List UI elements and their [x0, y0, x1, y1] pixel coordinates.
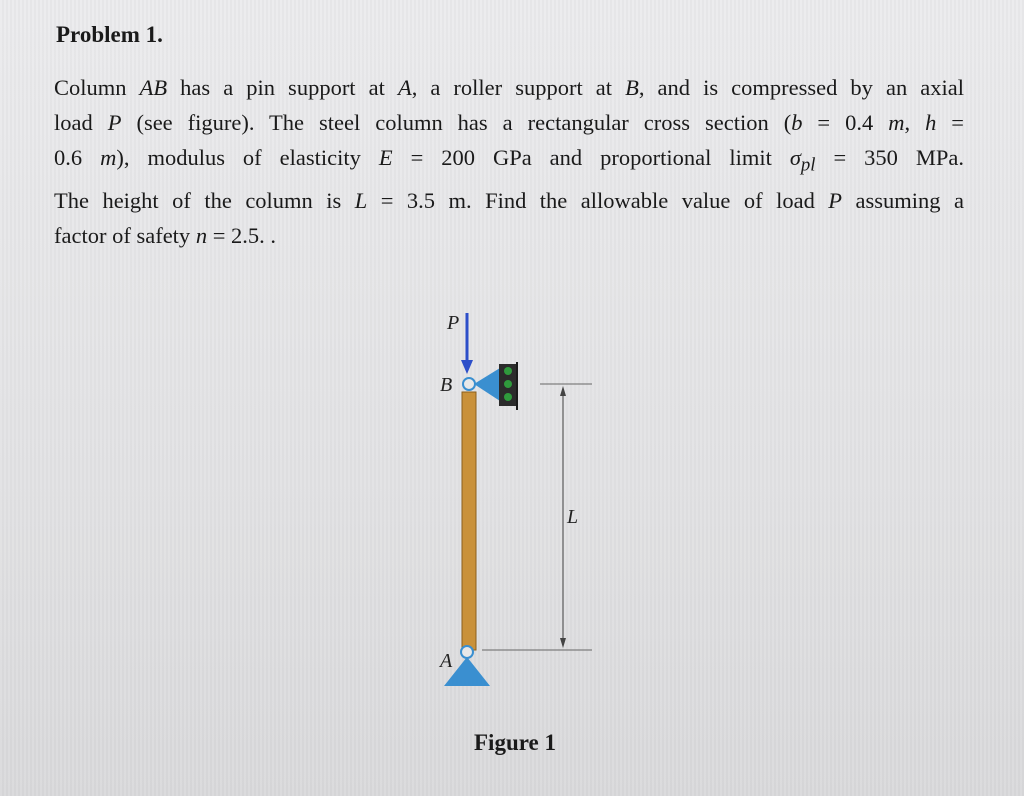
- label-b: B: [440, 374, 452, 396]
- problem-line-3: 0.6 m), modulus of elasticity E = 200 GP…: [54, 145, 965, 176]
- roller-3: [504, 393, 512, 401]
- label-l: L: [566, 506, 578, 528]
- dim-arrow-top: [560, 386, 566, 396]
- roller-2: [504, 380, 512, 388]
- problem-line-5: factor of safety n = 2.5. .: [54, 222, 277, 248]
- problem-line-1: Column AB has a pin support at A, a roll…: [54, 75, 965, 100]
- problem-heading: Problem 1.: [56, 22, 163, 47]
- figure-caption: Figure 1: [474, 730, 556, 755]
- column-ab: [461, 391, 477, 651]
- pin-support-a: [444, 657, 490, 686]
- roller-1: [504, 367, 512, 375]
- load-arrow-p-head: [461, 360, 473, 374]
- problem-line-4: The height of the column is L = 3.5 m. F…: [54, 187, 964, 213]
- dim-arrow-bottom: [560, 638, 566, 648]
- label-a: A: [438, 650, 453, 672]
- roller-support-triangle: [474, 368, 500, 401]
- pin-a: [460, 645, 474, 659]
- problem-line-2: load P (see figure). The steel column ha…: [54, 110, 964, 135]
- label-p: P: [446, 312, 459, 334]
- pin-b: [462, 377, 476, 391]
- problem-statement: Column AB has a pin support at A, a roll…: [54, 70, 964, 253]
